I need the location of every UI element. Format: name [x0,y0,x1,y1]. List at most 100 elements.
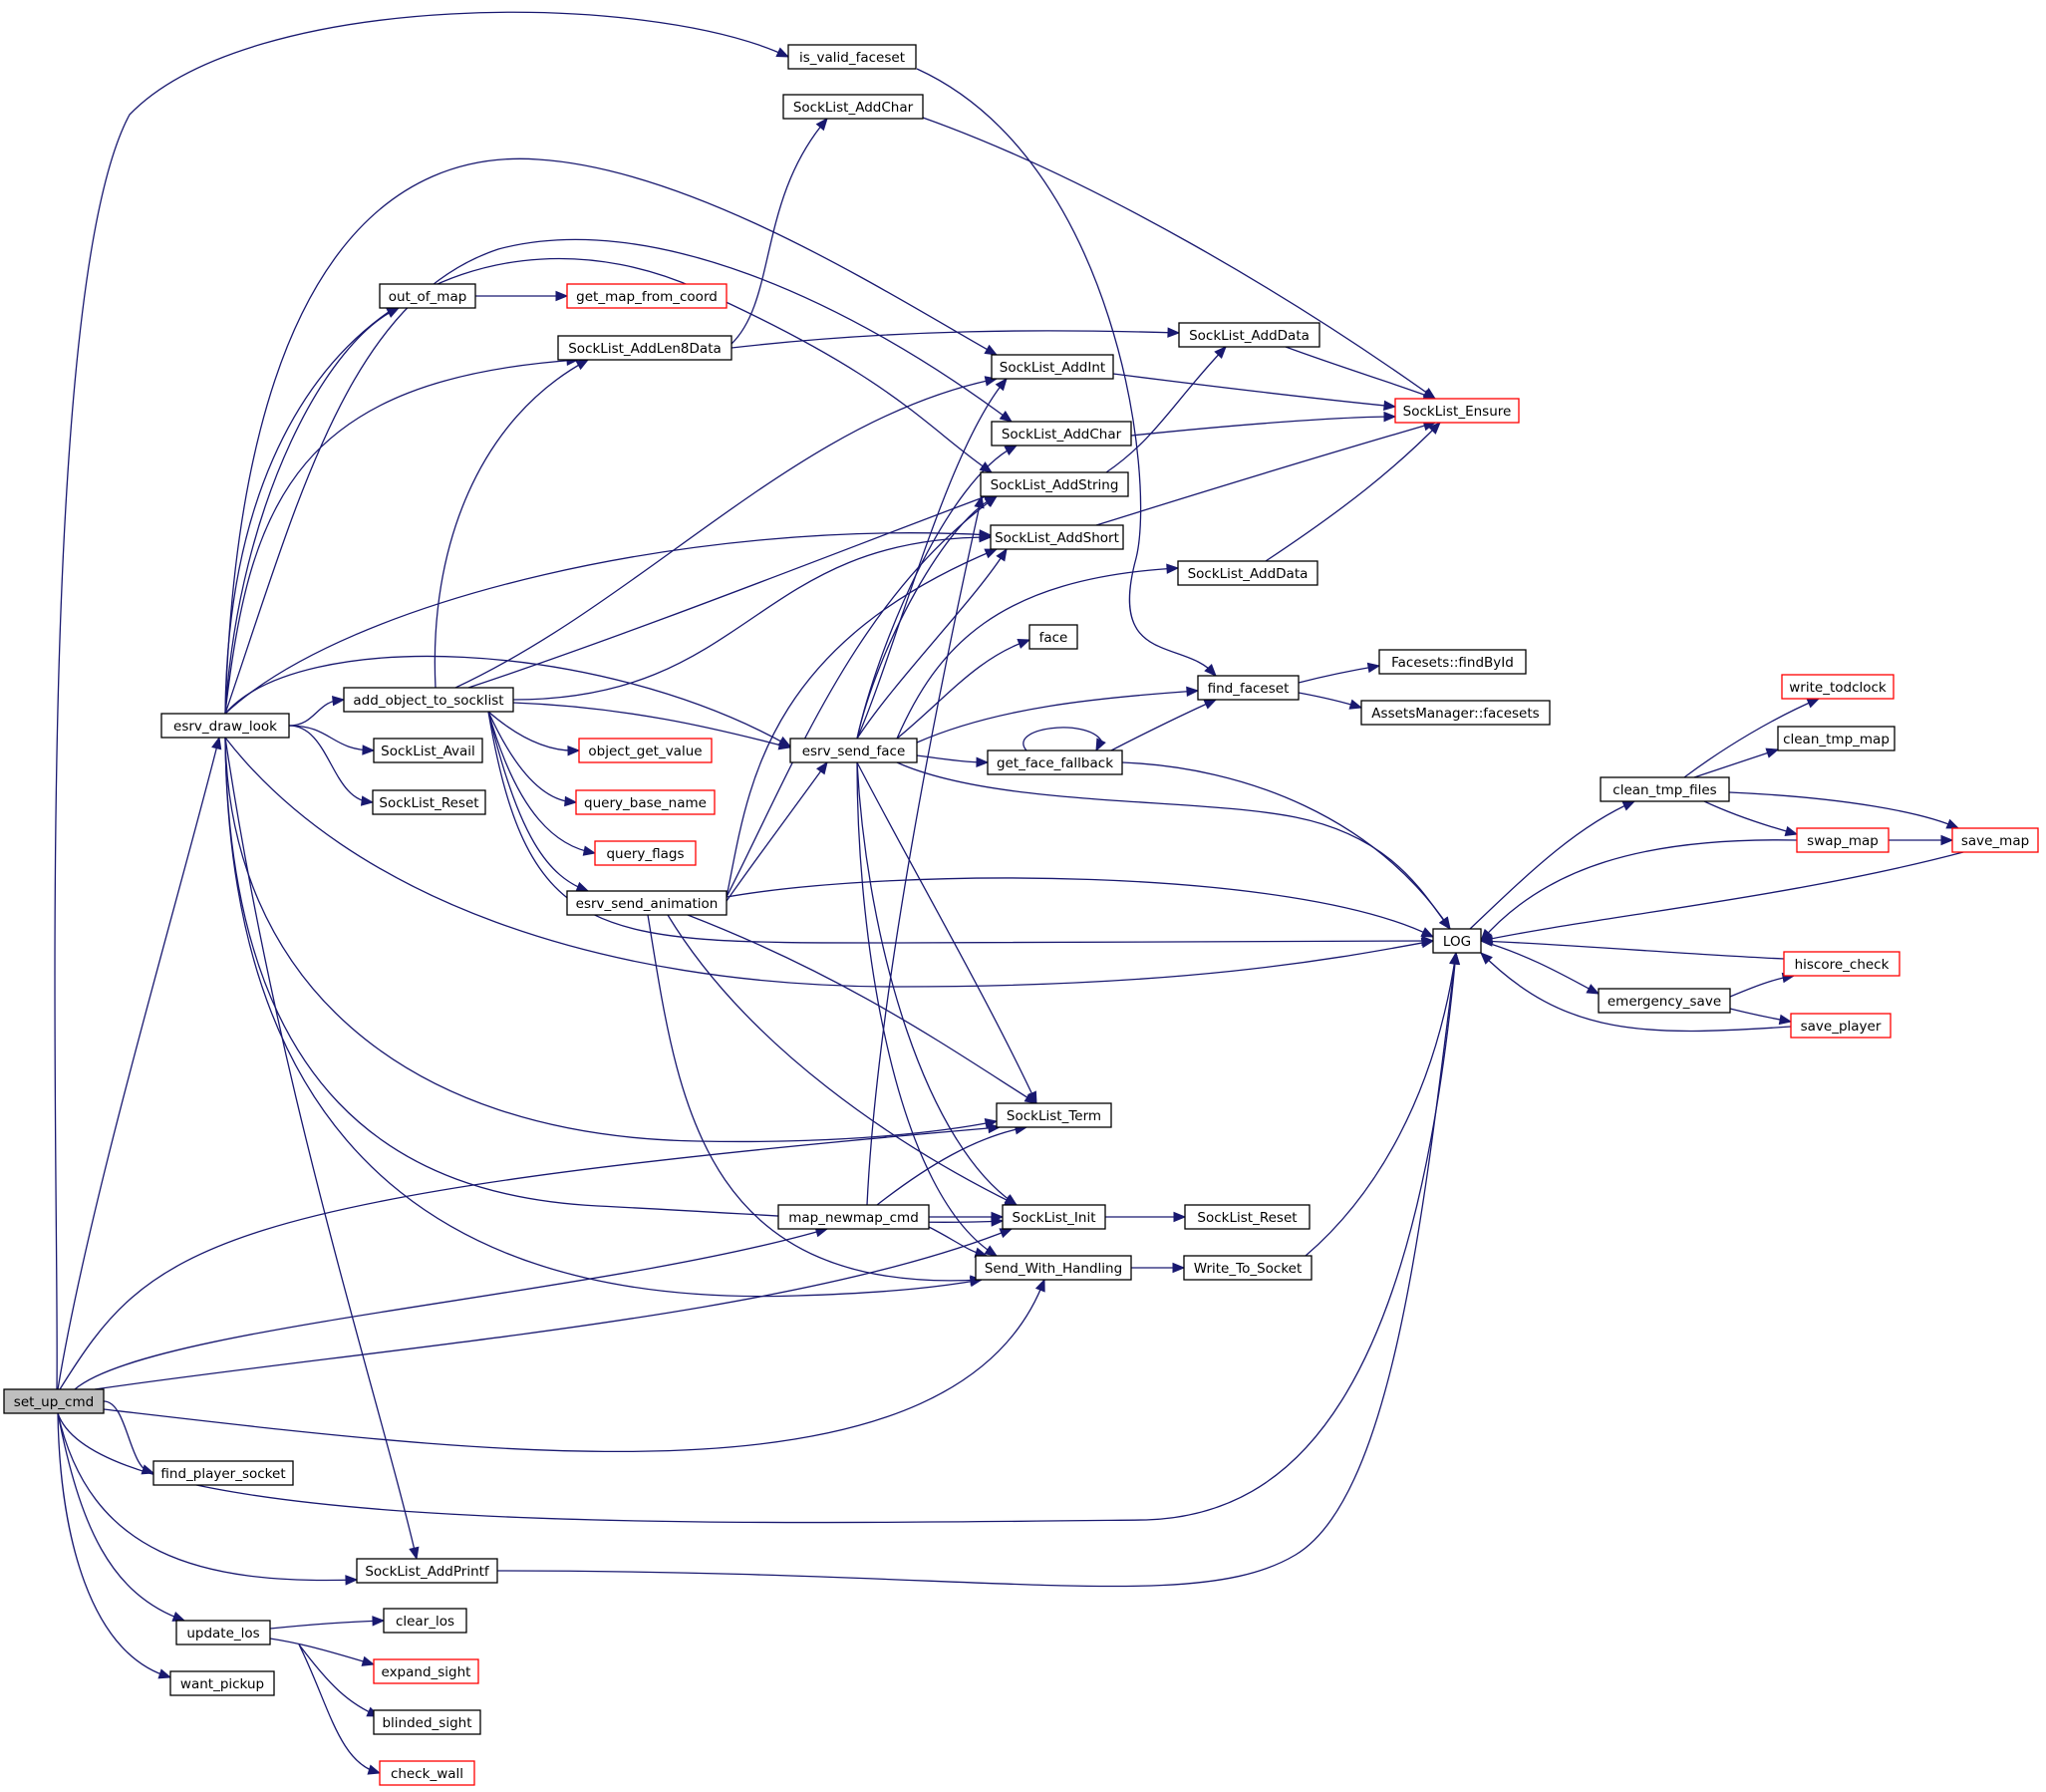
node-expand_sight[interactable]: expand_sight [373,1658,479,1684]
node-SockList_AddString[interactable]: SockList_AddString [980,471,1129,497]
edge-get_face_fallback-to-get_face_fallback [1023,727,1106,752]
node-label: SockList_AddInt [1000,360,1105,376]
arrowhead [999,1228,1014,1239]
arrowhead [1383,411,1397,423]
node-SockList_AddLen8Data[interactable]: SockList_AddLen8Data [557,335,732,361]
node-box [782,94,924,120]
node-save_map[interactable]: save_map [1951,827,2039,853]
node-clean_tmp_files[interactable]: clean_tmp_files [1600,776,1730,802]
arrowhead [1778,1014,1793,1026]
node-AssetsManager_facesets[interactable]: AssetsManager::facesets [1360,700,1551,726]
arrowhead [984,495,999,508]
edge-update_los-to-expand_sight [269,1638,376,1666]
node-SockList_AddChar[interactable]: SockList_AddChar [991,421,1132,447]
node-map_newmap_cmd[interactable]: map_newmap_cmd [777,1204,930,1230]
node-want_pickup[interactable]: want_pickup [169,1670,275,1696]
node-save_player[interactable]: save_player [1790,1013,1892,1039]
node-get_face_fallback[interactable]: get_face_fallback [987,749,1123,775]
arrowhead [1479,936,1493,947]
node-Facesets_findById[interactable]: Facesets::findById [1378,649,1527,675]
node-SockList_Term[interactable]: SockList_Term [996,1102,1112,1128]
edge-add_object_to_socklist-to-query_base_name [487,711,578,807]
edge-emergency_save-to-save_player [1729,1008,1793,1026]
node-clean_tmp_map[interactable]: clean_tmp_map [1777,726,1896,751]
arrowhead [984,1245,999,1257]
arrowhead [361,1655,376,1666]
node-LOG[interactable]: LOG [1432,928,1482,954]
node-SockList_AddShort[interactable]: SockList_AddShort [990,524,1124,550]
node-esrv_send_face[interactable]: esrv_send_face [789,738,918,763]
node-label: esrv_send_face [802,744,906,759]
node-find_player_socket[interactable]: find_player_socket [152,1460,294,1486]
node-check_wall[interactable]: check_wall [379,1760,475,1786]
arrowhead [815,760,828,775]
node-label: SockList_AddData [1188,566,1309,582]
node-is_valid_faceset[interactable]: is_valid_faceset [787,44,917,70]
node-label: SockList_Reset [1197,1210,1297,1226]
edge-SockList_AddLen8Data-to-SockList_AddData_1 [731,327,1181,349]
node-label: hiscore_check [1795,957,1890,973]
arrowhead [1017,639,1031,649]
edge-set_up_cmd-to-Send_With_Handling [103,1278,1045,1453]
node-update_los[interactable]: update_los [175,1620,271,1645]
node-emergency_save[interactable]: emergency_save [1598,988,1731,1014]
node-object_get_value[interactable]: object_get_value [578,738,713,763]
node-SockList_Init[interactable]: SockList_Init [1002,1204,1106,1230]
node-label: SockList_Reset [379,795,478,811]
node-box [996,1102,1112,1128]
node-label: map_newmap_cmd [788,1210,919,1226]
node-box [991,354,1114,380]
node-SockList_AddData_2[interactable]: SockList_AddData [1177,560,1318,586]
node-SockList_AddChar_top[interactable]: SockList_AddChar [782,94,924,120]
node-get_map_from_coord[interactable]: get_map_from_coord [566,283,728,309]
edge-SockList_AddPrintf-to-LOG [496,951,1460,1588]
node-box [578,738,713,763]
arrowhead [777,740,792,750]
arrowhead [1940,834,1954,846]
node-label: clean_tmp_map [1783,732,1890,747]
node-add_object_to_socklist[interactable]: add_object_to_socklist [343,687,514,713]
arrowhead [1204,664,1217,677]
edge-update_los-to-check_wall [298,1643,382,1775]
node-out_of_map[interactable]: out_of_map [379,283,476,309]
node-box [566,890,728,916]
node-esrv_draw_look[interactable]: esrv_draw_look [160,713,290,739]
node-box [1951,827,2039,853]
edge-esrv_draw_look-to-SockList_AddChar [224,238,1014,715]
node-query_flags[interactable]: query_flags [594,840,697,866]
node-box [373,1709,481,1735]
edge-esrv_send_animation-to-SockList_Term [687,914,1038,1104]
node-Send_With_Handling[interactable]: Send_With_Handling [975,1255,1132,1281]
node-SockList_Avail[interactable]: SockList_Avail [373,738,483,763]
node-write_todclock[interactable]: write_todclock [1781,674,1895,700]
node-box [975,1255,1132,1281]
node-set_up_cmd[interactable]: set_up_cmd [3,1388,105,1414]
node-hiscore_check[interactable]: hiscore_check [1783,951,1900,977]
edge-esrv_draw_look-to-SockList_AddLen8Data [224,355,580,715]
edge-SockList_Init-to-SockList_Reset_2 [1105,1211,1187,1223]
node-label: write_todclock [1789,680,1887,696]
node-Write_To_Socket[interactable]: Write_To_Socket [1183,1255,1313,1281]
node-SockList_AddData_1[interactable]: SockList_AddData [1178,322,1320,348]
node-SockList_Ensure[interactable]: SockList_Ensure [1394,398,1520,424]
node-SockList_AddInt[interactable]: SockList_AddInt [991,354,1114,380]
edge-SockList_AddString-to-SockList_AddData_1 [1105,346,1227,473]
node-esrv_send_animation[interactable]: esrv_send_animation [566,890,728,916]
node-box [379,283,476,309]
node-clear_los[interactable]: clear_los [383,1608,467,1634]
node-find_faceset[interactable]: find_faceset [1197,675,1300,701]
node-query_base_name[interactable]: query_base_name [575,789,716,815]
edge-swap_map-to-LOG [1480,839,1798,942]
node-swap_map[interactable]: swap_map [1796,827,1890,853]
node-box [1184,1204,1311,1230]
node-blinded_sight[interactable]: blinded_sight [373,1709,481,1735]
arrowhead [575,359,590,371]
node-SockList_AddPrintf[interactable]: SockList_AddPrintf [356,1558,498,1584]
node-SockList_Reset_2[interactable]: SockList_Reset [1184,1204,1311,1230]
edge-add_object_to_socklist-to-esrv_send_animation [487,711,590,892]
node-face[interactable]: face [1028,624,1078,650]
node-SockList_Reset_1[interactable]: SockList_Reset [372,789,486,815]
edge-update_los-to-blinded_sight [298,1643,381,1717]
edge-LOG-to-emergency_save [1480,940,1601,995]
arrowhead [1449,951,1460,966]
